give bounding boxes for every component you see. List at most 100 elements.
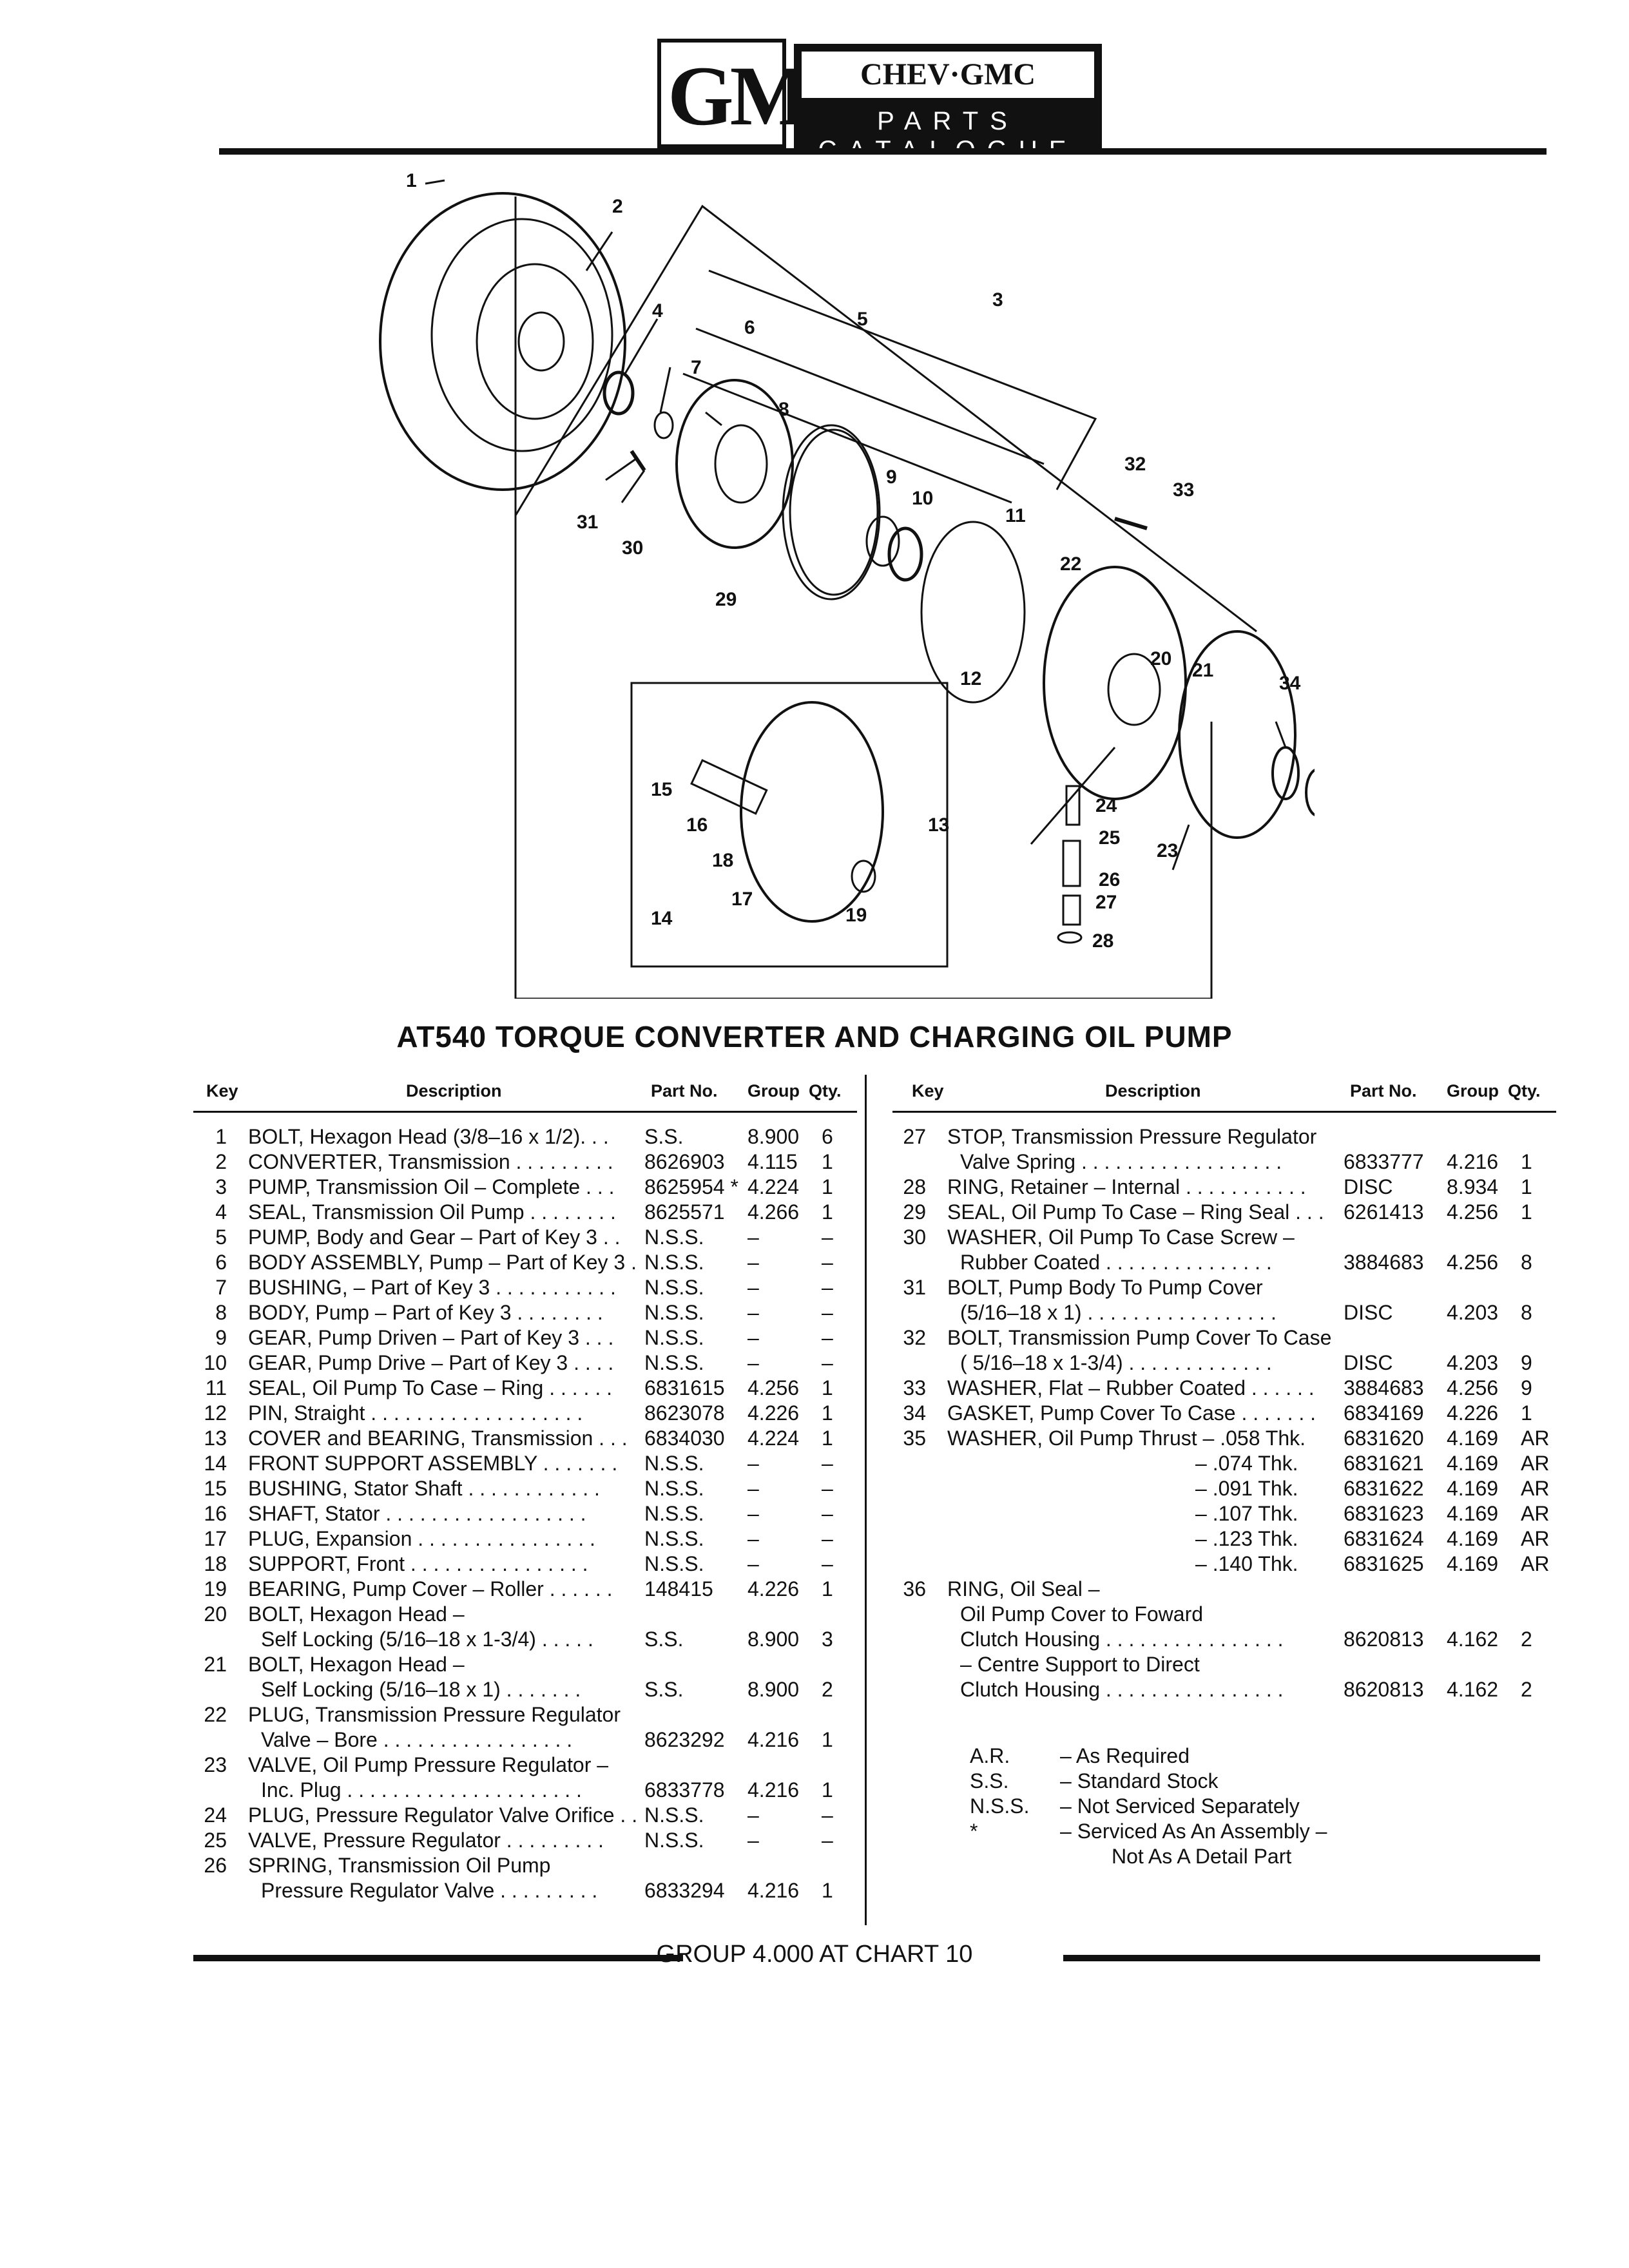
description-cell: PLUG, Expansion . . . . . . . . . . . . …	[248, 1527, 595, 1550]
description-cell: SEAL, Oil Pump To Case – Ring . . . . . …	[248, 1376, 612, 1399]
header-part-no: Part No.	[1350, 1081, 1417, 1100]
key-cell: 21	[204, 1653, 227, 1676]
qty-cell: 1	[822, 1150, 833, 1173]
table-row: Inc. Plug . . . . . . . . . . . . . . . …	[193, 1778, 857, 1803]
legend-abbreviation: S.S.	[970, 1769, 1009, 1792]
table-row: Oil Pump Cover to Foward	[892, 1602, 1556, 1627]
part-no-cell: 3884683	[1344, 1251, 1424, 1274]
part-no-cell: N.S.S.	[644, 1301, 704, 1324]
table-row: ( 5/16–18 x 1-3/4) . . . . . . . . . . .…	[892, 1350, 1556, 1376]
callout-5: 5	[857, 309, 868, 330]
part-no-cell: DISC	[1344, 1301, 1393, 1324]
group-cell: 4.226	[1447, 1401, 1499, 1425]
callout-15: 15	[651, 779, 672, 800]
legend-meaning: – Not Serviced Separately	[1060, 1794, 1300, 1818]
callout-17: 17	[731, 889, 753, 910]
catalogue-header: GM CHEV·GMC TRUCK PARTS CATALOGUE	[657, 39, 1102, 164]
footer-chart-label: GROUP 4.000 AT CHART 10	[656, 1941, 973, 1968]
key-cell: 2	[215, 1150, 227, 1173]
group-cell: 4.226	[747, 1577, 800, 1600]
key-cell: 25	[204, 1829, 227, 1852]
qty-cell: 9	[1521, 1376, 1532, 1399]
qty-cell: 1	[822, 1427, 833, 1450]
header-part-no: Part No.	[651, 1081, 718, 1100]
description-cell: PUMP, Transmission Oil – Complete . . .	[248, 1175, 615, 1198]
description-cell: PIN, Straight . . . . . . . . . . . . . …	[248, 1401, 583, 1425]
qty-cell: 1	[1521, 1401, 1532, 1425]
table-row: Rubber Coated . . . . . . . . . . . . . …	[892, 1250, 1556, 1275]
description-cell: GEAR, Pump Drive – Part of Key 3 . . . .	[248, 1351, 614, 1374]
part-no-cell: N.S.S.	[644, 1502, 704, 1525]
description-cell: CONVERTER, Transmission . . . . . . . . …	[248, 1150, 613, 1173]
description-cell: Clutch Housing . . . . . . . . . . . . .…	[960, 1628, 1284, 1651]
callout-1: 1	[406, 170, 417, 191]
legend-meaning: Not As A Detail Part	[1112, 1845, 1292, 1868]
description-cell: Valve – Bore . . . . . . . . . . . . . .…	[261, 1728, 573, 1751]
group-cell: –	[747, 1452, 759, 1475]
qty-cell: –	[822, 1803, 833, 1827]
part-no-cell: 8620813	[1344, 1628, 1424, 1651]
part-no-cell: DISC	[1344, 1351, 1393, 1374]
callout-16: 16	[686, 814, 708, 836]
description-cell: BOLT, Hexagon Head –	[248, 1602, 465, 1626]
part-no-cell: 6833777	[1344, 1150, 1424, 1173]
key-cell: 17	[204, 1527, 227, 1550]
header-qty: Qty.	[809, 1081, 842, 1100]
callout-34: 34	[1279, 673, 1301, 694]
key-cell: 23	[204, 1753, 227, 1776]
callout-9: 9	[886, 466, 897, 488]
part-no-cell: N.S.S.	[644, 1351, 704, 1374]
footer-rule-right	[1063, 1955, 1540, 1961]
qty-cell: –	[822, 1351, 833, 1374]
key-cell: 6	[215, 1251, 227, 1274]
table-row: Clutch Housing . . . . . . . . . . . . .…	[892, 1627, 1556, 1652]
group-cell: –	[747, 1803, 759, 1827]
key-cell: 29	[903, 1200, 926, 1224]
part-no-cell: N.S.S.	[644, 1477, 704, 1500]
qty-cell: –	[822, 1276, 833, 1299]
header-qty: Qty.	[1508, 1081, 1541, 1100]
table-header: Key Description Part No. Group Qty.	[193, 1075, 857, 1113]
qty-cell: 1	[822, 1376, 833, 1399]
group-cell: 8.900	[747, 1628, 800, 1651]
key-cell: 16	[204, 1502, 227, 1525]
description-cell: Self Locking (5/16–18 x 1) . . . . . . .	[261, 1678, 581, 1701]
callout-2: 2	[612, 196, 623, 217]
table-row: Pressure Regulator Valve . . . . . . . .…	[193, 1878, 857, 1903]
description-cell: WASHER, Oil Pump Thrust – .058 Thk.	[947, 1427, 1306, 1450]
callout-27: 27	[1095, 892, 1117, 913]
part-no-cell: 6831621	[1344, 1452, 1424, 1475]
key-cell: 7	[215, 1276, 227, 1299]
table-row: – Centre Support to Direct	[892, 1652, 1556, 1677]
qty-cell: 2	[1521, 1678, 1532, 1701]
description-cell: PLUG, Pressure Regulator Valve Orifice .…	[248, 1803, 638, 1827]
qty-cell: 3	[822, 1628, 833, 1651]
header-key: Key	[912, 1081, 944, 1100]
key-cell: 13	[204, 1427, 227, 1450]
qty-cell: 8	[1521, 1251, 1532, 1274]
brand-subtitle: PARTS CATALOGUE	[818, 107, 1066, 164]
table-row: Self Locking (5/16–18 x 1-3/4) . . . . .…	[193, 1627, 857, 1652]
description-cell: (5/16–18 x 1) . . . . . . . . . . . . . …	[960, 1301, 1277, 1324]
table-row: 2 CONVERTER, Transmission . . . . . . . .…	[193, 1149, 857, 1175]
callout-12: 12	[960, 668, 981, 689]
legend-meaning: – As Required	[1060, 1744, 1190, 1767]
description-cell: SEAL, Transmission Oil Pump . . . . . . …	[248, 1200, 616, 1224]
key-cell: 33	[903, 1376, 926, 1399]
